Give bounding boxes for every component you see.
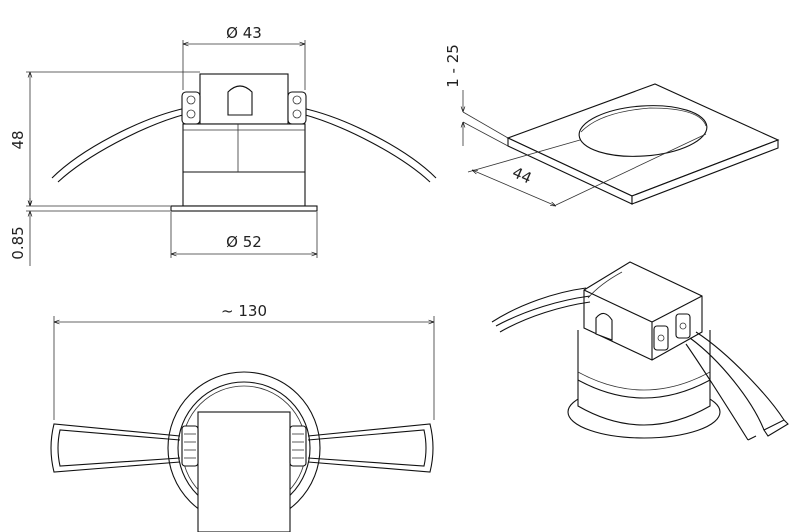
side-view (51, 73, 437, 212)
ceiling-thickness-label: 1 - 25 (444, 44, 462, 88)
spring-span-label: ~ 130 (221, 302, 267, 320)
dimension-outer-diameter: Ø 52 (170, 212, 318, 258)
dimension-flange: 0.85 (9, 198, 170, 266)
ceiling-plate (506, 83, 780, 205)
dimension-ceiling-thickness: 1 - 25 (444, 44, 509, 147)
cutout-label: 44 (510, 163, 535, 187)
dimension-top-diameter: Ø 43 (182, 24, 306, 90)
flange-thickness-label: 0.85 (9, 226, 27, 259)
top-diameter-label: Ø 43 (226, 24, 262, 42)
height-label: 48 (9, 130, 27, 149)
bottom-view (50, 371, 434, 532)
isometric-view (491, 261, 789, 441)
dimension-height: 48 (9, 71, 200, 207)
outer-diameter-label: Ø 52 (226, 233, 262, 251)
dimension-spring-span: ~ 130 (53, 302, 435, 420)
